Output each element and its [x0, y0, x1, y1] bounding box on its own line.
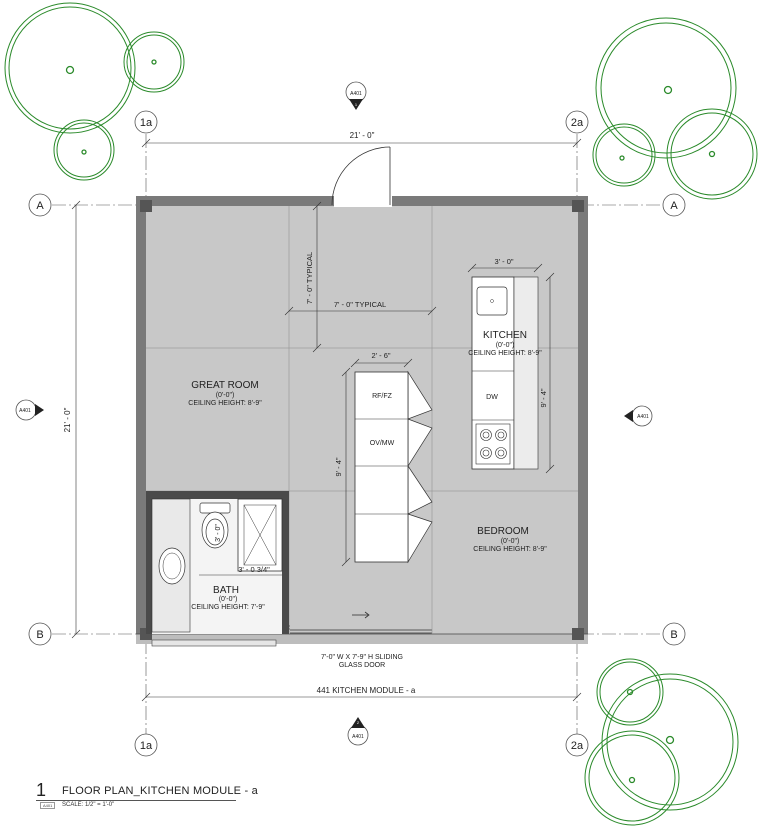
room-label-kitchen-ceiling: CEILING HEIGHT: 8'-9" — [468, 350, 542, 357]
bottom-sill — [136, 634, 588, 644]
grid-bubble-2a-bottom — [565, 733, 589, 757]
dimension-overall-top — [141, 138, 582, 148]
room-label-great-room-ceiling: CEILING HEIGHT: 8'-9" — [188, 400, 262, 407]
section-marker-top: A401 1 — [345, 81, 367, 110]
grid-label-a-left: A — [36, 200, 44, 212]
room-label-bath-name: BATH — [213, 585, 239, 596]
section-marker-top-sheet: A401 — [350, 91, 362, 97]
grid-label-b-right: B — [670, 629, 677, 641]
grid-bubble-b-right — [662, 622, 686, 646]
fixture-label-refrigerator: RF/FZ — [372, 393, 393, 400]
dimension-typical-horizontal: 7' - 0" TYPICAL — [334, 300, 386, 309]
entry-step — [151, 639, 277, 647]
tree-cluster-top-right — [592, 17, 758, 200]
toilet-icon — [199, 502, 231, 549]
entry-door-opening — [334, 195, 392, 207]
section-marker-bottom-num: 2 — [357, 720, 360, 725]
dimension-overall-height: 21' - 0" — [63, 407, 72, 432]
fixture-label-oven: OV/MW — [370, 440, 395, 447]
door-note-line2: GLASS DOOR — [339, 662, 385, 669]
tree-cluster-top-left — [4, 2, 185, 181]
room-label-bedroom-name: BEDROOM — [477, 526, 529, 537]
grid-bubble-b-left — [28, 622, 52, 646]
section-marker-bottom-sheet: A401 — [352, 734, 364, 740]
shower-icon — [243, 504, 277, 566]
kitchen-counter — [471, 276, 539, 470]
grid-bubble-a-left — [28, 193, 52, 217]
dimension-toilet-clear: 3' - 0" — [215, 524, 222, 542]
grid-label-1a-bottom: 1a — [140, 740, 153, 752]
dimension-island — [341, 358, 413, 567]
dimension-overall-width-top: 21' - 0" — [350, 131, 375, 140]
dimension-bath-width: 3' - 0 3/4" — [238, 565, 270, 574]
kitchen-sink-icon — [476, 286, 508, 316]
grid-bubble-2a-top — [565, 110, 589, 134]
grid-bubble-1a-top — [134, 110, 158, 134]
dimension-island-width: 2' - 6" — [371, 351, 390, 360]
section-marker-left: A401 — [15, 399, 44, 421]
section-marker-right-sheet: A401 — [637, 414, 649, 420]
module-dimension-label: 441 KITCHEN MODULE - a — [317, 686, 416, 695]
bathroom — [146, 491, 289, 634]
dimension-kitchen-counter-length: 9' - 4" — [539, 388, 548, 407]
room-label-kitchen-elev: (0'-0") — [496, 342, 515, 349]
drawing-ref: A401 — [40, 802, 56, 809]
grid-label-b-left: B — [36, 629, 43, 641]
dimension-island-length: 9' - 4" — [334, 457, 343, 476]
dimension-kitchen-counter-width: 3' - 0" — [494, 257, 513, 266]
grid-label-a-right: A — [670, 200, 678, 212]
grid-label-1a-top: 1a — [140, 117, 153, 129]
section-marker-top-num: 1 — [355, 102, 358, 107]
grid-label-2a-bottom: 2a — [571, 740, 584, 752]
room-label-great-room-elev: (0'-0") — [216, 392, 235, 399]
cooktop-icon — [475, 423, 511, 465]
drawing-number: 1 — [36, 780, 47, 800]
dimension-module-bottom — [141, 692, 582, 702]
room-label-bedroom-elev: (0'-0") — [501, 538, 520, 545]
room-label-bath-ceiling: CEILING HEIGHT: 7'-9" — [191, 604, 265, 611]
entry-door — [331, 146, 391, 206]
room-label-bath-elev: (0'-0") — [219, 596, 238, 603]
room-label-bedroom-ceiling: CEILING HEIGHT: 8'-9" — [473, 546, 547, 553]
kitchen-island — [354, 370, 433, 564]
grid-bubble-1a-bottom — [134, 733, 158, 757]
grid-label-2a-top: 2a — [571, 117, 584, 129]
room-label-kitchen-name: KITCHEN — [483, 330, 527, 341]
section-marker-right: A401 — [624, 405, 653, 427]
drawing-title: FLOOR PLAN_KITCHEN MODULE - a — [62, 785, 258, 797]
dimension-overall-left — [71, 200, 81, 639]
dimension-typical — [284, 201, 437, 353]
tree-cluster-bottom-right — [584, 658, 739, 826]
room-label-great-room-name: GREAT ROOM — [191, 380, 258, 391]
title-rule — [36, 800, 236, 801]
section-marker-left-sheet: A401 — [19, 408, 31, 414]
corner-columns — [140, 200, 584, 640]
drawing-scale: SCALE: 1/2" = 1'-0" — [62, 802, 115, 808]
fixture-label-dishwasher: DW — [486, 394, 498, 401]
grid-bubble-a-right — [662, 193, 686, 217]
dimension-typical-vertical: 7' - 0" TYPICAL — [305, 252, 314, 304]
dimension-kitchen-counter — [467, 263, 555, 474]
section-marker-bottom: A401 2 — [347, 717, 369, 746]
door-note-line1: 7'-0" W X 7'-9" H SLIDING — [321, 654, 403, 661]
